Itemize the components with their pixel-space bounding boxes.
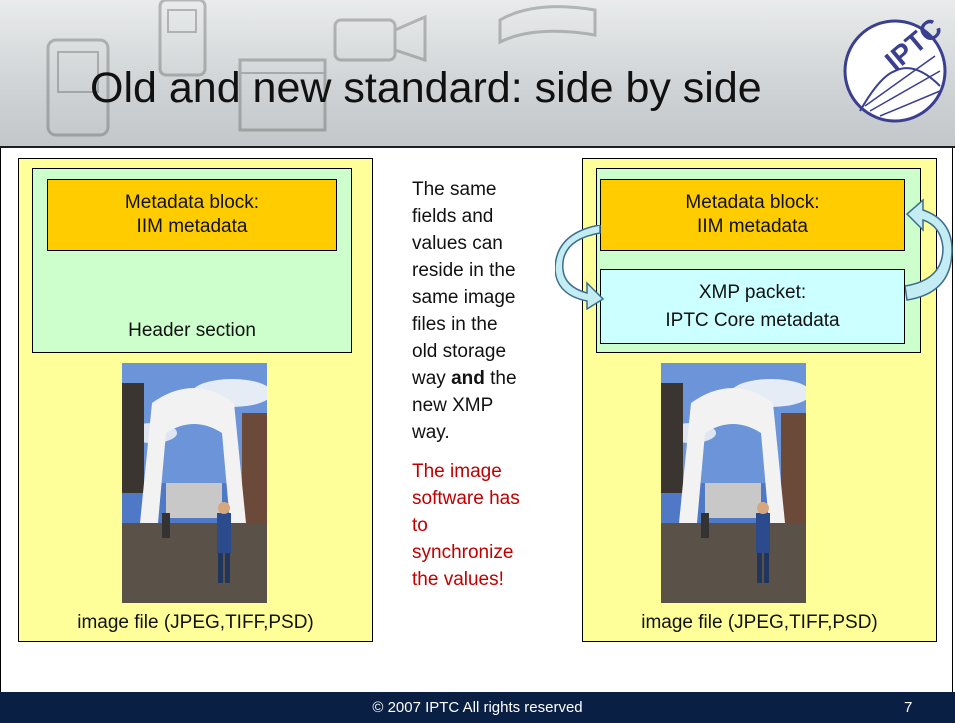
right-iim-metadata-block: Metadata block: IIM metadata (600, 179, 905, 251)
phone-icon (158, 0, 207, 77)
explanation-way-suffix: the (484, 368, 517, 389)
copyright-text: © 2007 IPTC All rights reserved (372, 699, 583, 716)
camcorder-icon (333, 14, 427, 63)
page-number: 7 (904, 699, 913, 716)
explanation-line: files in the (412, 314, 498, 335)
newspaper-icon (498, 5, 597, 45)
pda-icon (46, 38, 110, 137)
middle-explanation: The same fields and values can reside in… (412, 176, 572, 605)
explanation-and-bold: and (451, 368, 485, 389)
left-bridge-photo (122, 363, 267, 603)
slide-footer: © 2007 IPTC All rights reserved 7 (0, 692, 955, 723)
explanation-line: values can (412, 233, 503, 254)
explanation-line: old storage (412, 341, 507, 362)
left-metadata-block-line1: Metadata block: (124, 192, 260, 213)
slide-title: Old and new standard: side by side (90, 64, 762, 112)
left-image-file-label: image file (JPEG,TIFF,PSD) (77, 612, 314, 633)
explanation-paragraph: The same fields and values can reside in… (412, 176, 572, 446)
warning-line: synchronize (412, 542, 514, 563)
right-image-file-label: image file (JPEG,TIFF,PSD) (641, 612, 878, 633)
sync-arrow-right-icon (905, 198, 953, 301)
explanation-line: new XMP (412, 395, 494, 416)
iptc-logo-icon: IPTC (843, 16, 948, 123)
left-header-section-label: Header section (128, 320, 256, 341)
explanation-line: way. (412, 422, 450, 443)
sync-warning: The image software has to synchronize th… (412, 458, 572, 593)
left-iim-metadata-block: Metadata block: IIM metadata (47, 179, 337, 251)
xmp-packet-block: XMP packet: IPTC Core metadata (600, 269, 905, 344)
browser-window-icon (238, 58, 327, 132)
right-metadata-block-line1: Metadata block: (685, 192, 820, 213)
warning-line: software has (412, 488, 520, 509)
xmp-packet-line1: XMP packet: (698, 281, 807, 303)
xmp-packet-line2: IPTC Core metadata (665, 309, 840, 331)
warning-line: to (412, 515, 428, 536)
explanation-line: The same (412, 179, 497, 200)
right-bridge-photo (661, 363, 806, 603)
slide-header: Old and new standard: side by side IPTC (0, 0, 955, 148)
left-metadata-block-line2: IIM metadata (136, 216, 248, 237)
explanation-line: fields and (412, 206, 494, 227)
explanation-line: same image (412, 287, 516, 308)
warning-line: the values! (412, 569, 504, 590)
right-metadata-block-line2: IIM metadata (697, 216, 808, 237)
sync-arrow-left-icon (555, 225, 605, 310)
explanation-line: reside in the (412, 260, 516, 281)
warning-line: The image (412, 461, 502, 482)
explanation-way-prefix: way (412, 368, 452, 389)
